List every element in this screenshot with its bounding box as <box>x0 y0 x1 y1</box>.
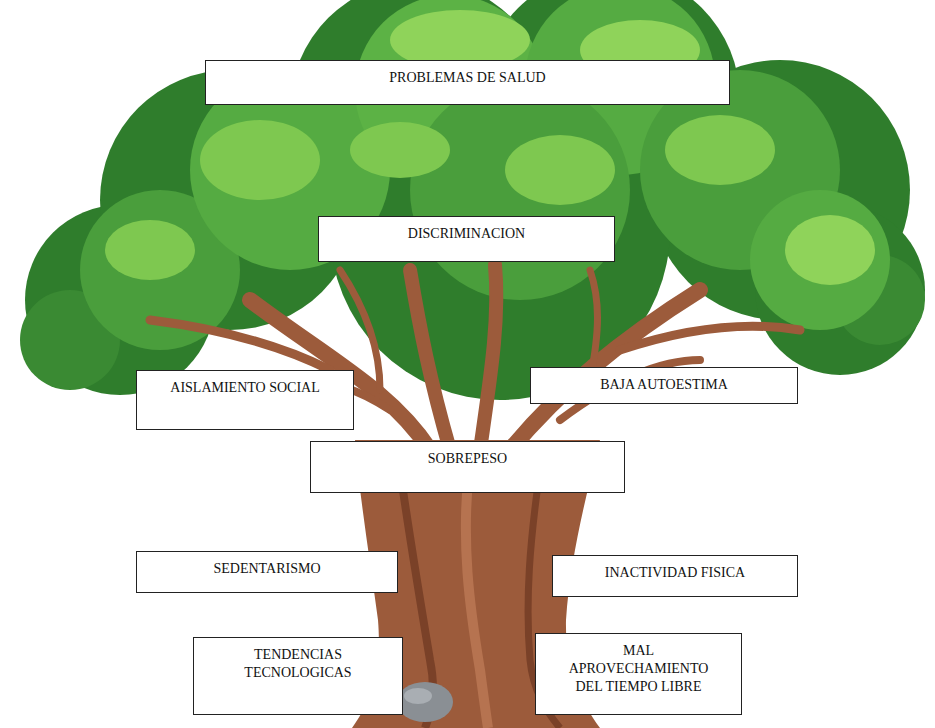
tree-canopy <box>20 0 925 400</box>
box-text: SEDENTARISMO <box>152 560 382 578</box>
box-text: INACTIVIDAD FISICA <box>565 564 785 582</box>
problem-box: INACTIVIDAD FISICA <box>552 555 798 597</box>
box-text: TENDENCIAS TECNOLOGICAS <box>223 646 373 682</box>
problem-box: AISLAMIENTO SOCIAL <box>136 370 354 430</box>
problem-box: SOBREPESO <box>310 441 625 493</box>
problem-box: SEDENTARISMO <box>136 551 398 593</box>
box-text: AISLAMIENTO SOCIAL <box>145 379 345 397</box>
problem-box: MAL APROVECHAMIENTO DEL TIEMPO LIBRE <box>535 633 742 715</box>
box-text: SOBREPESO <box>328 450 608 468</box>
box-text: DISCRIMINACION <box>337 225 597 243</box>
problem-box: BAJA AUTOESTIMA <box>530 367 798 404</box>
box-text: PROBLEMAS DE SALUD <box>228 69 708 87</box>
problem-box: PROBLEMAS DE SALUD <box>205 60 730 105</box>
box-text: MAL APROVECHAMIENTO DEL TIEMPO LIBRE <box>564 642 714 697</box>
problem-box: TENDENCIAS TECNOLOGICAS <box>193 637 403 715</box>
box-text: BAJA AUTOESTIMA <box>544 376 784 394</box>
problem-box: DISCRIMINACION <box>318 216 615 262</box>
